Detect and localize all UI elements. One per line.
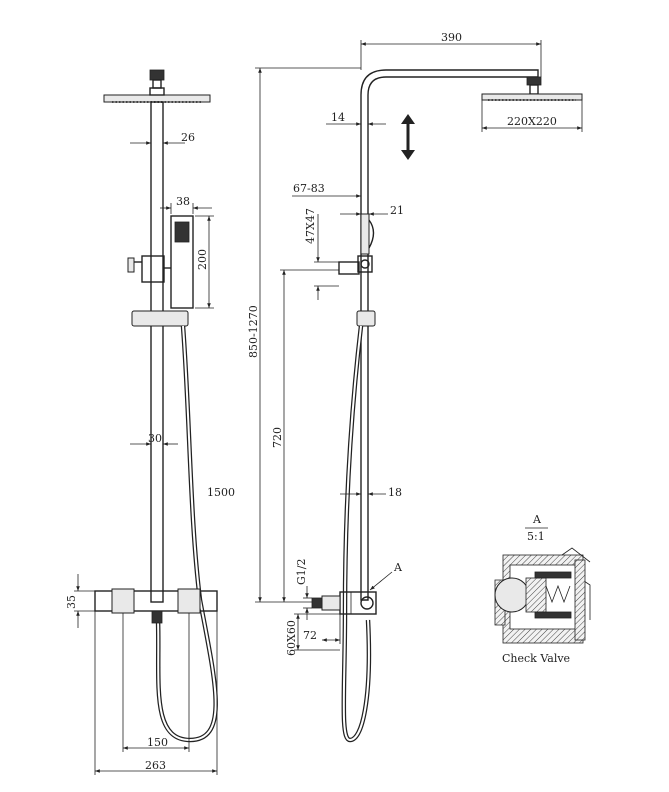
dim-hose-length: 1500 [207, 486, 235, 499]
front-thermostatic-valve [94, 588, 218, 624]
side-shower-head [481, 76, 583, 101]
dim-label: 390 [441, 31, 462, 44]
front-hand-shower [164, 215, 194, 309]
dim-holder-size: 47X47 [304, 208, 339, 300]
dim-label: G1/2 [295, 559, 308, 586]
front-hose [155, 325, 218, 743]
dim-label: 30 [148, 432, 162, 445]
front-slide-holder [131, 310, 189, 327]
detail-scale: 5:1 [527, 530, 545, 543]
front-riser-pipe [150, 101, 164, 603]
dim-label: 220X220 [507, 115, 557, 128]
dim-front-pipe-diameter: 26 [130, 131, 195, 145]
dim-label: 26 [181, 131, 195, 144]
side-hand-shower [338, 213, 375, 275]
dim-label: 47X47 [304, 208, 317, 244]
height-adjust-arrow-icon [401, 114, 415, 160]
dim-inlet-depth: 72 [303, 614, 341, 644]
dim-label: 67-83 [293, 182, 325, 195]
front-shower-head [103, 69, 211, 103]
dim-label: 14 [331, 111, 345, 124]
dim-total-height: 850-1270 [247, 67, 361, 603]
dim-side-riser-diameter: 18 [340, 486, 402, 499]
dim-label: 72 [303, 629, 317, 642]
side-view: 390 220X220 14 67-83 21 47X47 [247, 31, 583, 743]
dim-arm-offset: 14 [326, 111, 386, 126]
dim-label: 720 [271, 427, 284, 448]
dim-valve-width: 263 [94, 611, 218, 775]
dim-inlet-spacing: 150 [122, 613, 190, 752]
section-marker: A [369, 561, 403, 591]
dim-holder-pipe: 21 [340, 204, 404, 217]
dim-valve-height: 35 [65, 574, 95, 628]
dim-inlet-thread: G1/2 [295, 559, 312, 620]
detail-title: A [532, 513, 542, 526]
dim-label: 18 [388, 486, 402, 499]
dim-label: 60X60 [285, 620, 298, 656]
front-view: 26 38 200 30 1500 35 [65, 69, 235, 775]
dim-hand-shower-length: 200 [195, 215, 214, 309]
dim-arm-length: 390 [360, 31, 542, 77]
check-valve-section [494, 547, 591, 644]
dim-front-riser-diameter: 30 [130, 432, 178, 446]
dim-label: 35 [65, 595, 78, 609]
section-marker-label: A [393, 561, 403, 574]
side-slide-clamp [356, 310, 376, 327]
side-hose [341, 325, 372, 743]
dim-head-size: 220X220 [481, 100, 583, 132]
dim-holder-range: 67-83 [292, 182, 361, 198]
dim-label: 150 [147, 736, 168, 749]
dim-inlet-height: 720 [271, 269, 339, 602]
side-overhead-arm [360, 69, 539, 601]
detail-view: A 5:1 Check Valve [494, 513, 591, 665]
dim-label: 38 [176, 195, 190, 208]
side-valve [311, 591, 377, 615]
dim-label: 21 [390, 204, 404, 217]
dim-escutcheon-size: 60X60 [285, 613, 340, 656]
front-diverter [127, 255, 165, 283]
dim-label: 850-1270 [247, 305, 260, 358]
dim-hand-shower-width: 38 [160, 195, 212, 214]
dim-label: 200 [196, 249, 209, 270]
detail-caption: Check Valve [502, 652, 570, 665]
dim-label: 263 [145, 759, 166, 772]
